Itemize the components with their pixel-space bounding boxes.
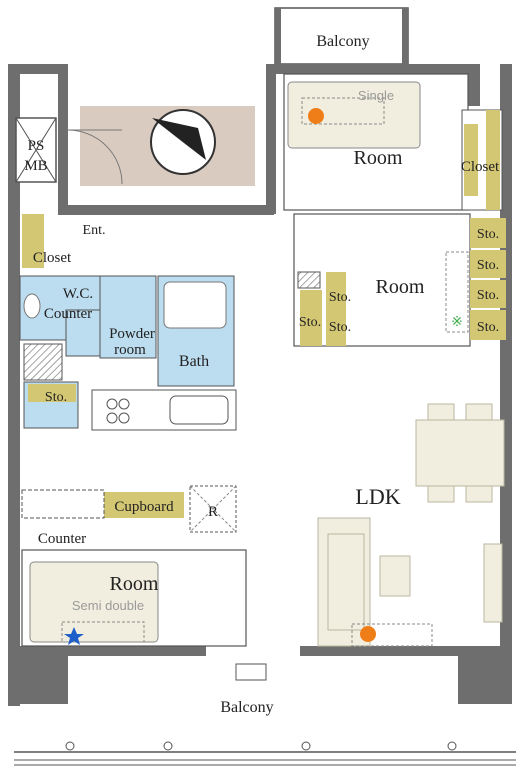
green-marker-icon: ※ <box>451 315 463 330</box>
sofa <box>317 517 503 647</box>
entrance-label: Ent. <box>83 223 106 238</box>
sto-label: Sto. <box>477 320 499 335</box>
counter-label: Counter <box>38 531 86 547</box>
bath <box>157 275 235 387</box>
room-ne-label: Room <box>354 147 403 169</box>
room-sw-label: Room <box>110 573 159 595</box>
sto-label: Sto. <box>477 288 499 303</box>
semi-double-bed-label: Semi double <box>72 598 144 613</box>
room-center-label: Room <box>376 276 425 298</box>
room-sw <box>21 549 247 647</box>
dining-set <box>415 403 505 503</box>
sto-label: Sto. <box>477 258 499 273</box>
sto-label: Sto. <box>329 290 351 305</box>
closet-nw-shelf <box>22 214 44 268</box>
sto-label: Sto. <box>299 315 321 330</box>
cupboard <box>104 492 184 518</box>
single-bed-label: Single <box>358 88 394 103</box>
sto-laundry-label: Sto. <box>45 390 67 405</box>
balcony-top-label: Balcony <box>316 33 369 50</box>
powder-room <box>65 275 157 359</box>
mb-label: MB <box>24 158 47 174</box>
closet-nw-label: Closet <box>33 250 72 266</box>
wc-counter-label: Counter <box>44 306 92 322</box>
utility-hatch <box>23 343 63 381</box>
ldk-label: LDK <box>355 484 400 509</box>
balcony-bottom-label: Balcony <box>220 699 273 716</box>
powder-room-label-1: Powder <box>109 326 155 342</box>
cupboard-label: Cupboard <box>114 499 174 515</box>
north-arrow-icon <box>150 109 216 175</box>
room-ne <box>283 73 469 211</box>
balcony-top <box>274 7 409 65</box>
star-marker-icon <box>64 627 84 645</box>
room-center <box>293 213 471 347</box>
closet-ne-label: Closet <box>461 159 500 175</box>
refrigerator-label: R <box>208 504 218 520</box>
counter-outline <box>21 489 105 519</box>
sto-label: Sto. <box>477 227 499 242</box>
closet-ne <box>461 109 503 211</box>
refrigerator <box>189 485 237 533</box>
powder-room-label-2: room <box>114 342 146 358</box>
orange-marker-icon <box>360 626 376 642</box>
storage-column-right <box>470 218 506 340</box>
ps-label: PS <box>28 138 45 154</box>
wc-label: W.C. <box>63 286 93 302</box>
ps-mb <box>15 117 57 183</box>
storage-center-left <box>297 271 346 346</box>
kitchen-counter <box>91 389 237 431</box>
sto-label: Sto. <box>329 320 351 335</box>
orange-marker-icon <box>308 108 324 124</box>
cropped-legend-strip <box>518 108 528 668</box>
storage-laundry <box>28 384 76 402</box>
bath-label: Bath <box>179 353 209 370</box>
balcony-bottom <box>14 663 516 766</box>
entrance-door[interactable] <box>67 129 123 185</box>
